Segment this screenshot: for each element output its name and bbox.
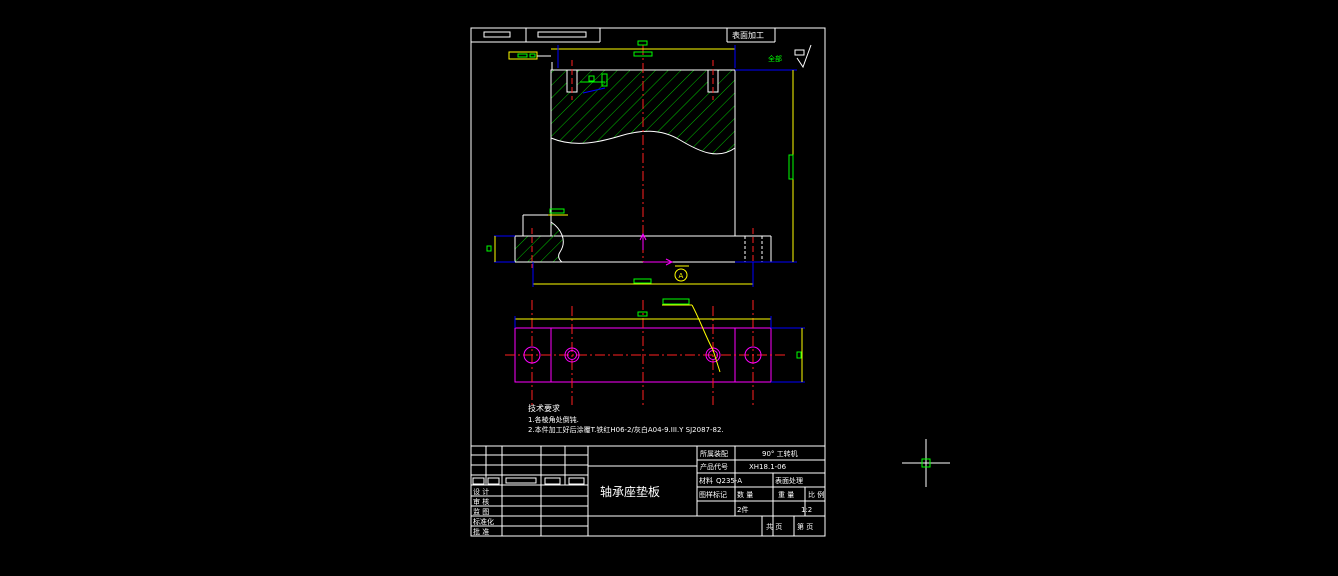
surface-finish-box: 表面加工 bbox=[726, 28, 776, 43]
technical-requirements: 技术要求 1.各棱角处倒钝. 2.本件加工好后涂覆T.铁红H06-2/灰白A04… bbox=[528, 403, 724, 434]
crosshair-cursor-icon bbox=[902, 439, 950, 487]
stage-mark-label: 图样标记 bbox=[699, 490, 727, 499]
sign-approve-label: 批 准 bbox=[473, 527, 489, 536]
scale-label: 比 例 bbox=[808, 490, 824, 499]
assembly-value: 90° 工转机 bbox=[762, 449, 798, 458]
tech-notes-line-1: 1.各棱角处倒钝. bbox=[528, 415, 579, 424]
weight-label: 重 量 bbox=[778, 491, 794, 499]
title-block-texts: 所属装配 90° 工转机 产品代号 XH18.1-06 材料 Q235-A 表面… bbox=[699, 449, 824, 531]
quantity-label: 数 量 bbox=[737, 490, 753, 499]
sign-design-label: 设 计 bbox=[473, 487, 489, 496]
tech-notes-heading: 技术要求 bbox=[528, 403, 560, 413]
part-name-box: 轴承座垫板 bbox=[600, 485, 661, 499]
quantity-value: 2件 bbox=[737, 505, 748, 514]
tech-notes-line-2: 2.本件加工好后涂覆T.铁红H06-2/灰白A04-9.III.Y SJ2087… bbox=[528, 425, 724, 434]
scale-value: 1:2 bbox=[801, 506, 812, 514]
header-boxes bbox=[471, 28, 601, 43]
front-view bbox=[514, 45, 772, 268]
sign-check-label: 监 图 bbox=[473, 507, 489, 516]
section-hatch-lower bbox=[514, 221, 564, 263]
drawing-frame bbox=[470, 27, 826, 537]
assembly-label: 所属装配 bbox=[700, 449, 728, 458]
surface-label: 表面加工 bbox=[732, 30, 764, 40]
sheets-total-label: 共 页 bbox=[766, 522, 782, 531]
material-value: Q235-A bbox=[716, 477, 742, 485]
roughness-symbol: 全部 bbox=[768, 44, 812, 69]
sheet-no-label: 第 页 bbox=[797, 522, 813, 531]
overall-roughness-label: 全部 bbox=[768, 54, 782, 63]
product-code-value: XH18.1-06 bbox=[749, 463, 787, 471]
section-hatch-upper bbox=[550, 69, 736, 155]
sign-review-label: 审 核 bbox=[473, 497, 489, 506]
surface-treatment-label: 表面处理 bbox=[775, 476, 803, 485]
part-name: 轴承座垫板 bbox=[600, 485, 661, 499]
material-label: 材料 bbox=[699, 476, 713, 485]
sign-labels: 设 计 审 核 监 图 标准化 批 准 bbox=[473, 487, 494, 536]
top-view bbox=[505, 298, 805, 405]
front-view-dimensions: A bbox=[486, 40, 797, 287]
title-block bbox=[471, 445, 825, 536]
datum-label: A bbox=[679, 272, 684, 280]
product-code-label: 产品代号 bbox=[700, 462, 728, 471]
sign-standard-label: 标准化 bbox=[473, 517, 494, 526]
